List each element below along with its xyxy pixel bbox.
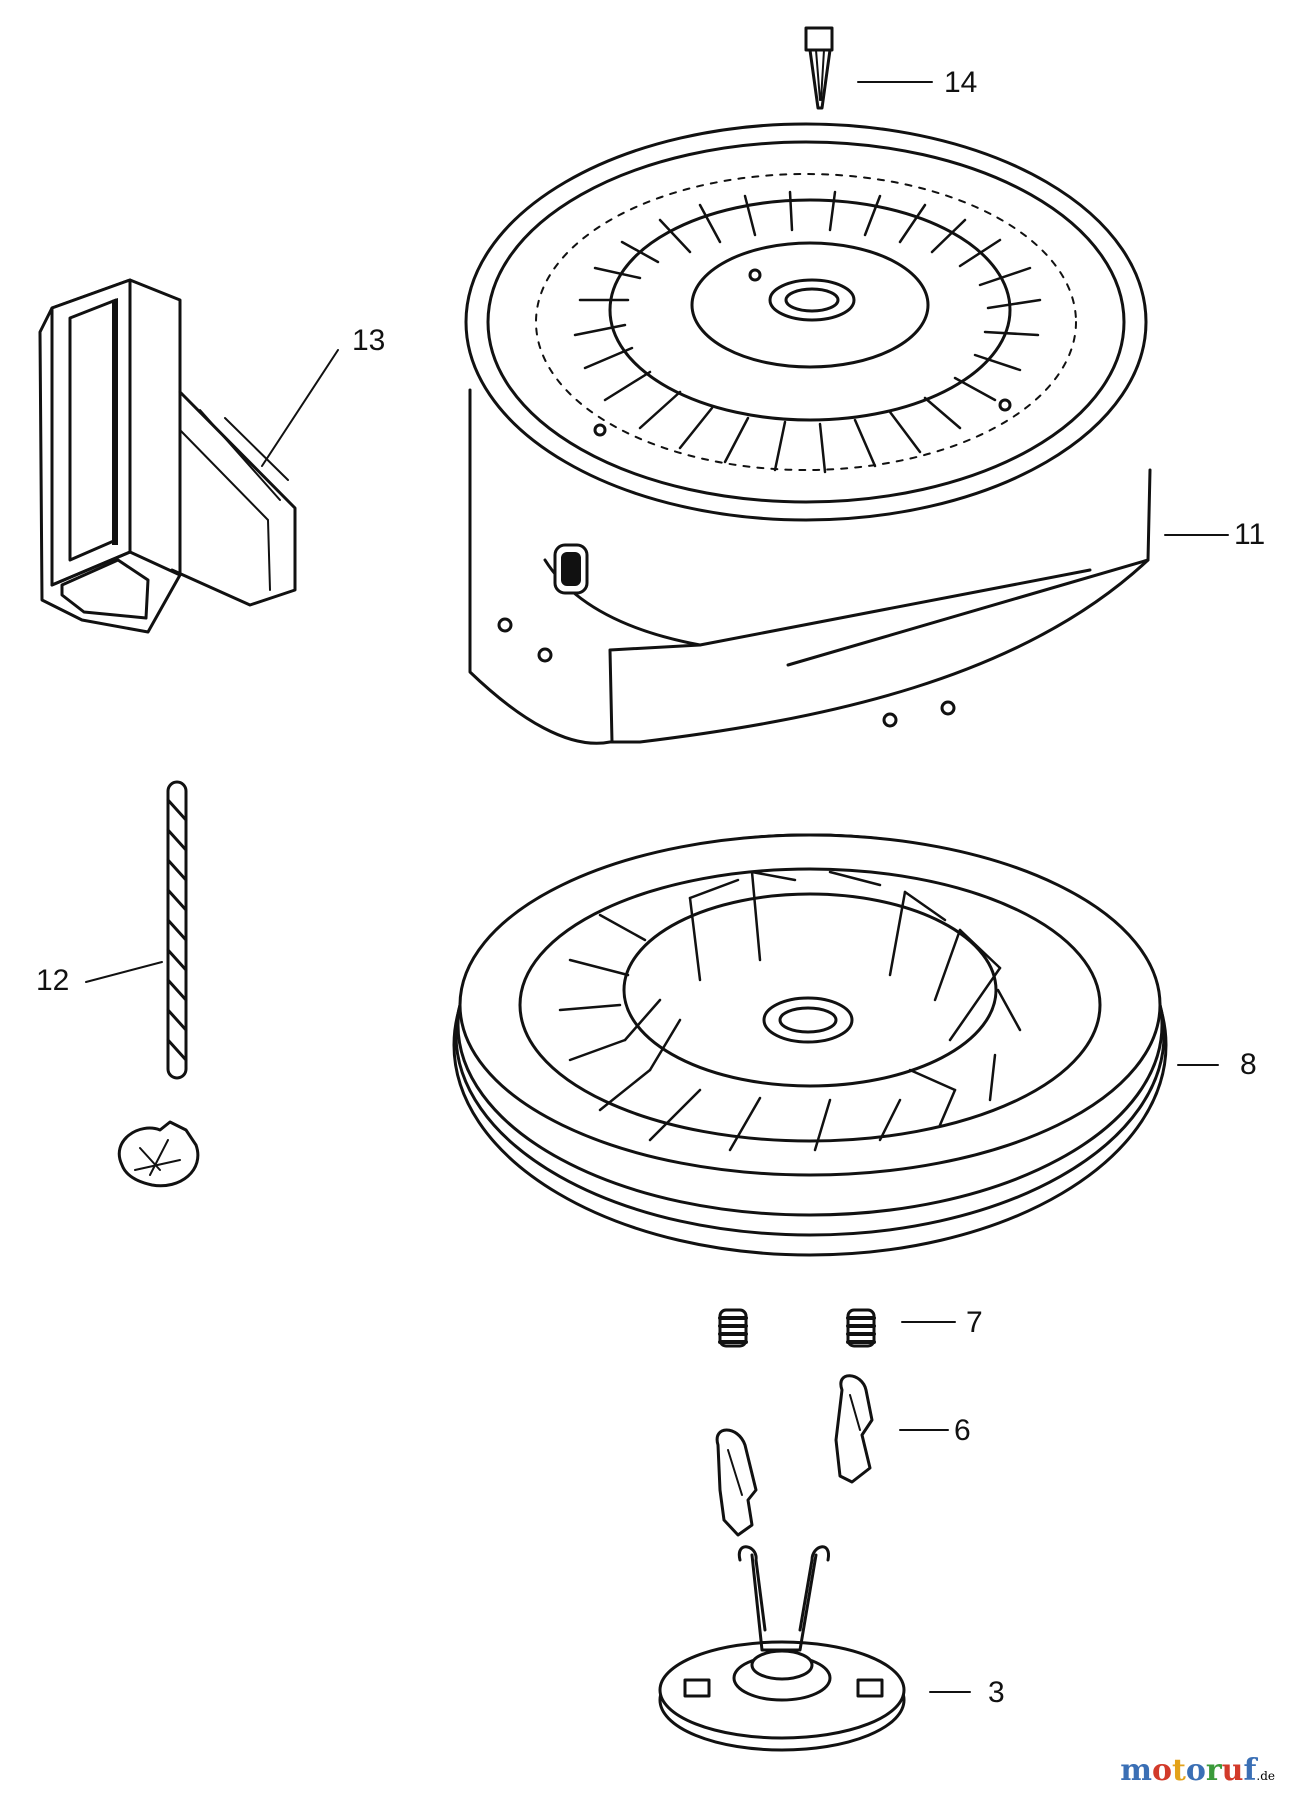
watermark-letter: f (1243, 1753, 1257, 1788)
watermark-letter: o (1185, 1753, 1206, 1788)
starter-rope-drawing (117, 780, 200, 1188)
watermark-letter: u (1221, 1753, 1244, 1788)
rope-pulley-drawing (452, 833, 1168, 1257)
pawl-springs-drawing (718, 1308, 876, 1348)
pawl-retainer-hub-drawing (658, 1545, 906, 1752)
callout-7: 7 (966, 1306, 983, 1339)
watermark-letter: m (1120, 1753, 1152, 1788)
callout-12: 12 (36, 964, 70, 997)
starter-housing-drawing (464, 122, 1152, 745)
callout-13: 13 (352, 324, 386, 357)
callout-11: 11 (1234, 518, 1266, 551)
callout-leader-13 (261, 349, 339, 467)
callout-6: 6 (954, 1414, 971, 1447)
callout-8: 8 (1240, 1048, 1257, 1081)
watermark-letter: t (1171, 1753, 1186, 1788)
spring-pin-drawing (804, 26, 834, 110)
watermark-letter: o (1151, 1753, 1172, 1788)
watermark-suffix: .de (1256, 1769, 1275, 1783)
motoruf-watermark-logo: motoruf.de (1120, 1753, 1275, 1788)
pawls-drawing (715, 1374, 874, 1537)
callout-14: 14 (944, 66, 978, 99)
callout-3: 3 (988, 1676, 1005, 1709)
starter-handle-drawing (38, 278, 297, 634)
callout-leader-12 (85, 961, 163, 983)
watermark-letter: r (1205, 1753, 1222, 1788)
